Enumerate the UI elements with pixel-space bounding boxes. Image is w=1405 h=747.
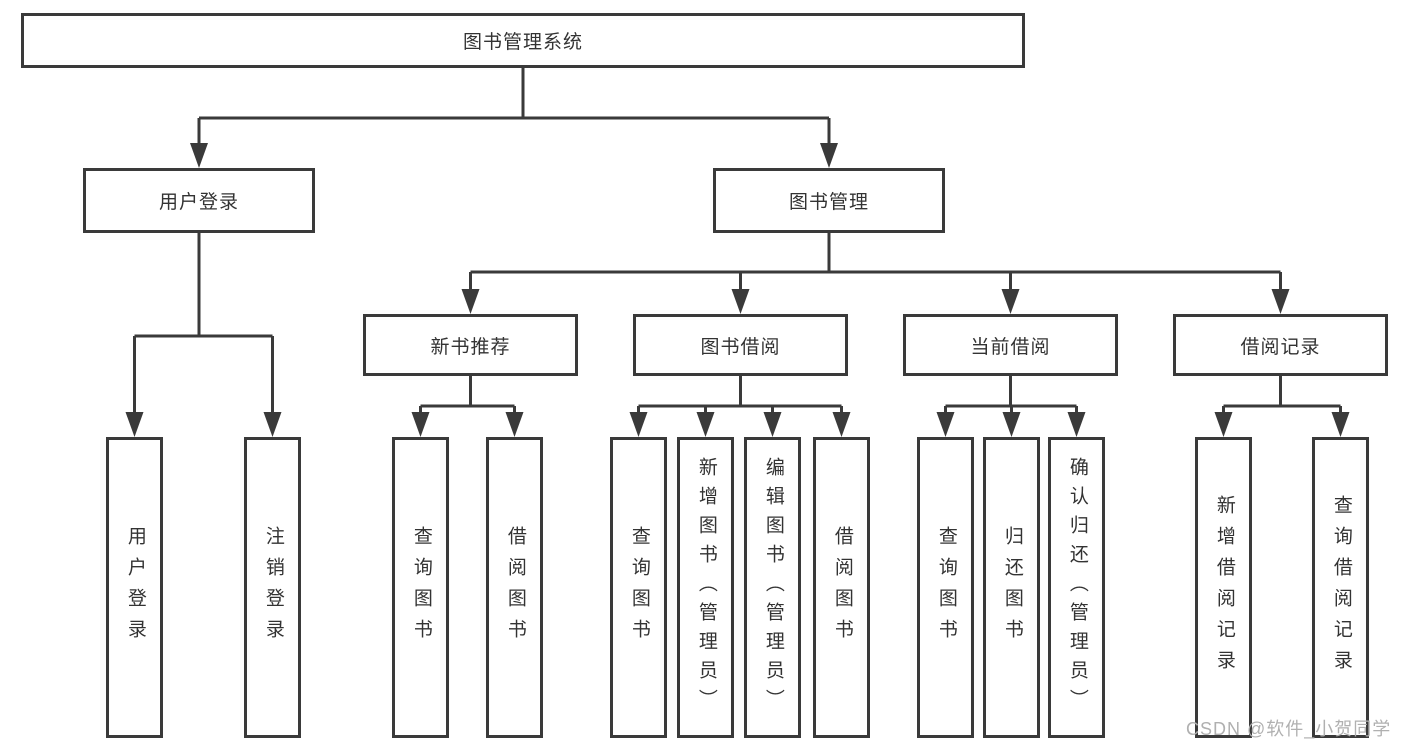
leaf-edit-book-admin: 编辑图书（管理员） [744,437,801,738]
leaf-add-borrow-record: 新增借阅记录 [1195,437,1252,738]
leaf-add-book-admin: 新增图书（管理员） [677,437,734,738]
node-new-book-recommend: 新书推荐 [363,314,578,376]
leaf-borrow-book: 借阅图书 [813,437,870,738]
leaf-user-login-label: 用户登录 [124,525,146,650]
leaf-query-book-borrow-label: 查询图书 [628,525,650,650]
node-user-login-label: 用户登录 [158,192,239,213]
leaf-borrow-book-newrec: 借阅图书 [486,437,543,738]
csdn-watermark: CSDN @软件_小贺同学 [1186,719,1392,739]
leaf-logout-login: 注销登录 [244,437,301,738]
leaf-add-borrow-record-label: 新增借阅记录 [1213,494,1235,681]
node-book-borrow: 图书借阅 [633,314,848,376]
leaf-query-borrow-record-label: 查询借阅记录 [1330,494,1352,681]
leaf-query-book-newrec-label: 查询图书 [410,525,432,650]
node-root-label: 图书管理系统 [462,32,583,53]
leaf-user-login: 用户登录 [106,437,163,738]
node-book-management-label: 图书管理 [788,192,869,213]
leaf-borrow-book-newrec-label: 借阅图书 [504,525,526,650]
leaf-return-book: 归还图书 [983,437,1040,738]
leaf-query-book-borrow: 查询图书 [610,437,667,738]
node-current-borrow: 当前借阅 [903,314,1118,376]
node-borrow-record: 借阅记录 [1173,314,1388,376]
leaf-confirm-return-admin-label: 确认归还（管理员） [1066,457,1088,718]
leaf-edit-book-admin-label: 编辑图书（管理员） [762,457,784,718]
node-user-login: 用户登录 [83,168,315,233]
leaf-query-borrow-record: 查询借阅记录 [1312,437,1369,738]
node-new-book-recommend-label: 新书推荐 [430,336,511,358]
node-borrow-record-label: 借阅记录 [1240,336,1321,358]
leaf-query-book-newrec: 查询图书 [392,437,449,738]
node-book-management: 图书管理 [713,168,945,233]
node-current-borrow-label: 当前借阅 [970,336,1051,358]
leaf-logout-login-label: 注销登录 [262,525,284,650]
leaf-add-book-admin-label: 新增图书（管理员） [695,457,717,718]
node-book-borrow-label: 图书借阅 [700,336,781,358]
leaf-return-book-label: 归还图书 [1001,525,1023,650]
leaf-query-book-current-label: 查询图书 [935,525,957,650]
node-root: 图书管理系统 [21,13,1025,68]
leaf-borrow-book-label: 借阅图书 [831,525,853,650]
leaf-query-book-current: 查询图书 [917,437,974,738]
leaf-confirm-return-admin: 确认归还（管理员） [1048,437,1105,738]
